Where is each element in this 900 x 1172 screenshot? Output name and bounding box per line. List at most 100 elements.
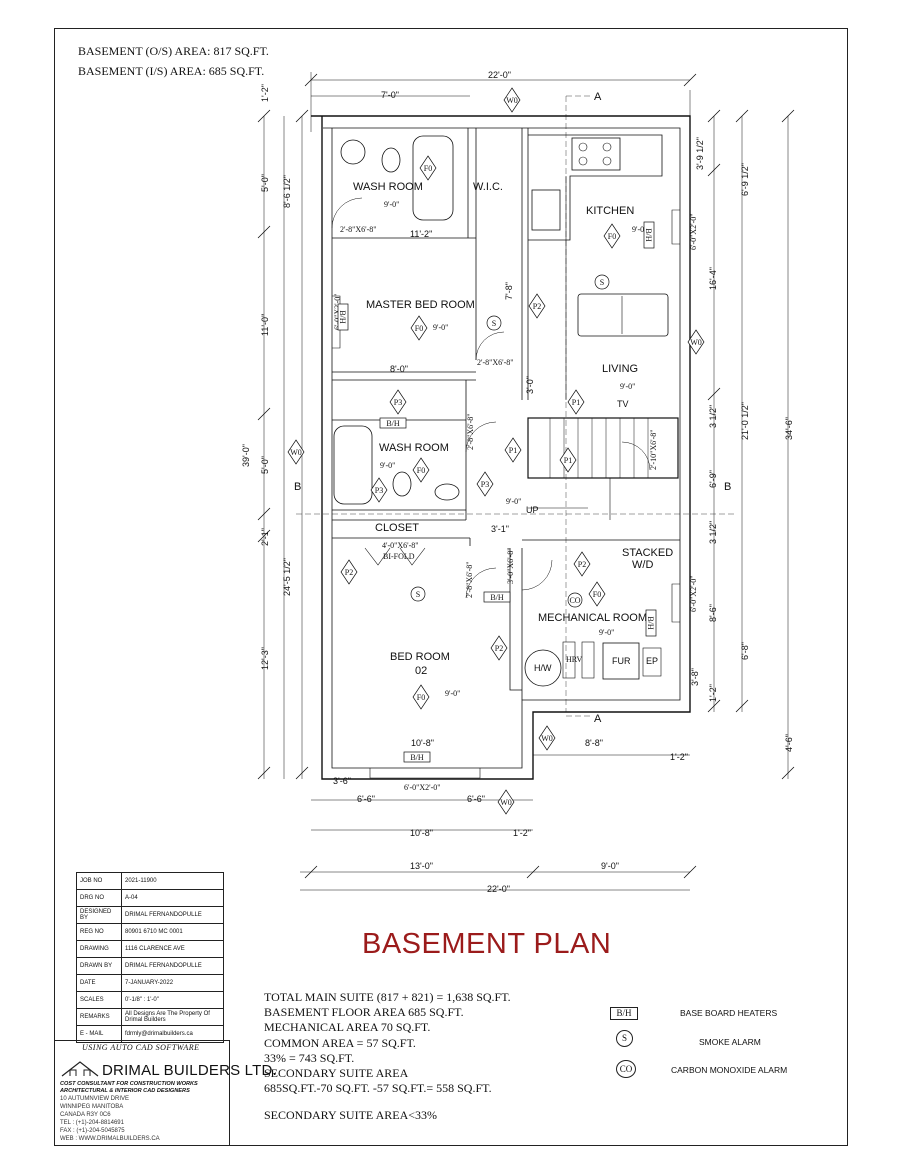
bifold-door bbox=[364, 547, 426, 566]
svg-text:P3: P3 bbox=[375, 486, 383, 495]
window-tag: 6'-0"X2'-0" bbox=[689, 575, 698, 612]
title-block-value[interactable]: fdrmly@drimalbuilders.ca bbox=[121, 1025, 224, 1043]
svg-text:P2: P2 bbox=[578, 560, 586, 569]
legend-smoke-label: SMOKE ALARM bbox=[699, 1037, 761, 1047]
ceiling-height: 9'-0" bbox=[632, 225, 647, 234]
stove bbox=[571, 137, 621, 171]
door-swing bbox=[465, 421, 497, 453]
baseboard-heater: B/H bbox=[403, 751, 431, 763]
svg-text:B/H: B/H bbox=[410, 753, 424, 762]
title-block-value: 0'-1/8" : 1'-0" bbox=[121, 991, 224, 1009]
furnace bbox=[602, 642, 640, 680]
dim-7-8: 7'-8" bbox=[504, 282, 514, 300]
ceiling-height: 9'-0" bbox=[384, 200, 399, 209]
dim-right-8-6: 8'-6" bbox=[708, 604, 718, 622]
door-swing bbox=[465, 567, 497, 599]
title-block-value: DRIMAL FERNANDOPULLE bbox=[121, 957, 224, 975]
summary-line: SECONDARY SUITE AREA bbox=[264, 1066, 409, 1081]
window-tag: 6'-0"X2'-0" bbox=[333, 293, 342, 330]
title-block-value: A-04 bbox=[121, 889, 224, 907]
dim-lines-top bbox=[310, 72, 691, 132]
window-tag: 6'-0"X2'-0" bbox=[404, 783, 441, 792]
tag-w0: W0 bbox=[503, 87, 521, 113]
tag-f0: F0 bbox=[588, 581, 606, 607]
dim-10-8b: 10'-8" bbox=[410, 828, 433, 838]
stair-run bbox=[528, 477, 611, 520]
svg-text:P1: P1 bbox=[572, 398, 580, 407]
sofa bbox=[577, 293, 669, 337]
mechanical-wall bbox=[521, 539, 680, 700]
tag-f0: F0 bbox=[412, 457, 430, 483]
svg-text:B/H: B/H bbox=[646, 616, 655, 630]
title-block-value: DRIMAL FERNANDOPULLE bbox=[121, 906, 224, 924]
room-label-kitchen: KITCHEN bbox=[586, 205, 634, 217]
title-block-key: DESIGNED BY bbox=[76, 906, 122, 924]
dim-6-6b: 6'-6" bbox=[467, 794, 485, 804]
dim-8-8: 8'-8" bbox=[585, 738, 603, 748]
area-summary: TOTAL MAIN SUITE (817 + 821) = 1,638 SQ.… bbox=[264, 990, 511, 1124]
smoke-alarm-icon: S bbox=[410, 586, 426, 602]
hrv-1 bbox=[562, 641, 576, 679]
tv-label: TV bbox=[617, 399, 629, 409]
sheet-border bbox=[54, 28, 848, 1146]
summary-line: COMMON AREA = 57 SQ.FT. bbox=[264, 1035, 416, 1050]
svg-text:CO: CO bbox=[569, 596, 580, 605]
room-label-wic: W.I.C. bbox=[473, 181, 503, 193]
software-note: USING AUTO CAD SOFTWARE bbox=[82, 1043, 200, 1052]
window-tag: 6'-0"X2'-0" bbox=[689, 213, 698, 250]
tag-f0: F0 bbox=[410, 315, 428, 341]
room-label-living: LIVING bbox=[602, 363, 638, 375]
title-block-key: JOB NO bbox=[76, 872, 122, 890]
dim-3-6: 3'-6" bbox=[333, 776, 351, 786]
door-swing bbox=[621, 441, 651, 471]
baseboard-heater: B/H bbox=[379, 417, 407, 429]
tag-p3: P3 bbox=[389, 389, 407, 415]
svg-text:S: S bbox=[492, 319, 496, 328]
company-name: DRIMAL BUILDERS LTD. bbox=[102, 1062, 277, 1079]
dim-right-4-6: 4'-6" bbox=[784, 734, 794, 752]
svg-text:P1: P1 bbox=[564, 456, 572, 465]
dim-13-0: 13'-0" bbox=[410, 861, 433, 871]
smoke-alarm-icon: S bbox=[486, 315, 502, 331]
bathtub-2 bbox=[333, 425, 373, 505]
ceiling-height: 9'-0" bbox=[506, 497, 521, 506]
svg-text:P3: P3 bbox=[394, 398, 402, 407]
dim-left-5-0a: 5'-0" bbox=[260, 174, 270, 192]
sink-1 bbox=[340, 139, 366, 165]
ceiling-height: 9'-0" bbox=[445, 689, 460, 698]
ceiling-height: 9'-0" bbox=[620, 382, 635, 391]
baseboard-heater: B/H bbox=[337, 303, 349, 331]
dim-top-7: 7'-0" bbox=[381, 90, 399, 100]
svg-text:S: S bbox=[600, 278, 604, 287]
door-tag: 2'-8"X6'-8" bbox=[477, 358, 514, 367]
svg-text:B/H: B/H bbox=[338, 310, 347, 324]
co-alarm-icon: CO bbox=[567, 592, 583, 608]
svg-text:F0: F0 bbox=[608, 232, 616, 241]
room-label-washroom: WASH ROOM bbox=[353, 181, 423, 193]
co-alarm-icon: CO bbox=[616, 1060, 636, 1078]
ep-panel bbox=[642, 647, 662, 677]
company-address: 10 AUTUMNVIEW DRIVE WINNIPEG MANITOBA CA… bbox=[60, 1095, 160, 1143]
company-fax: FAX : (+1)-204-5045875 bbox=[60, 1128, 125, 1134]
page-title: BASEMENT PLAN bbox=[362, 928, 612, 960]
room-label-stacked: STACKED bbox=[622, 547, 673, 559]
tag-p1: P1 bbox=[567, 389, 585, 415]
baseboard-heater: B/H bbox=[645, 609, 657, 637]
tagline-line: COST CONSULTANT FOR CONSTRUCTION WORKS bbox=[60, 1081, 198, 1087]
svg-text:W0: W0 bbox=[690, 338, 702, 347]
tag-w0: W0 bbox=[687, 329, 705, 355]
dim-left-8-6h: 8'-6 1/2" bbox=[282, 175, 292, 208]
hw-label: H/W bbox=[534, 663, 552, 673]
dim-right-3-8: 3'-8" bbox=[690, 668, 700, 686]
sink-2 bbox=[434, 483, 460, 501]
title-block-value: 1116 CLARENCE AVE bbox=[121, 940, 224, 958]
svg-text:B/H: B/H bbox=[490, 593, 504, 602]
